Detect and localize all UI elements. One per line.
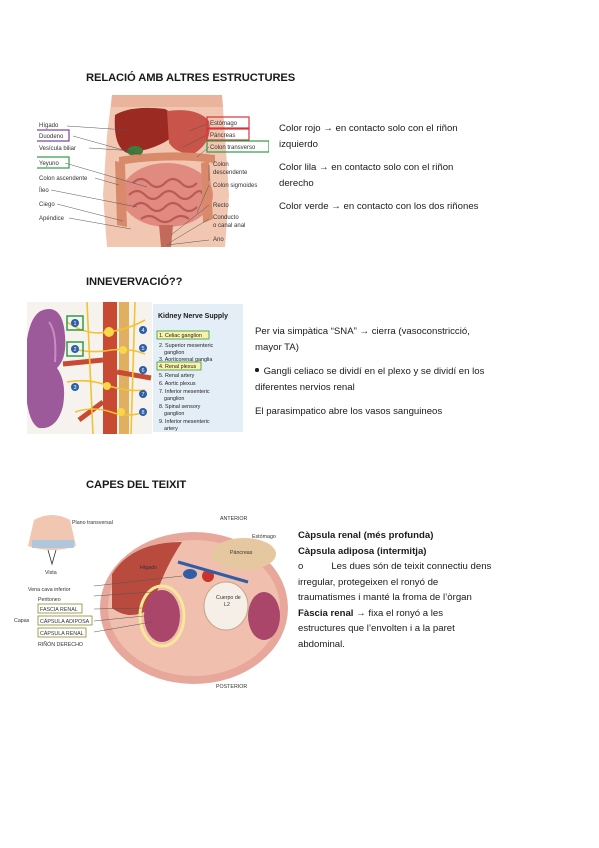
svg-text:4. Renal plexus: 4. Renal plexus	[159, 364, 196, 370]
section-title-capes: CAPES DEL TEIXIT	[86, 479, 187, 491]
svg-text:5: 5	[141, 346, 144, 352]
svg-text:8. Spinal sensory: 8. Spinal sensory	[159, 404, 201, 410]
gangli-bullet: Gangli celiaco se dividí en el plexo y s…	[255, 366, 485, 393]
posterior-label: POSTERIOR	[216, 684, 247, 690]
svg-text:6. Aortic plexus: 6. Aortic plexus	[159, 381, 196, 387]
capas-label: Capas	[14, 618, 30, 624]
svg-text:2: 2	[73, 347, 76, 353]
rinon-label: RIÑÓN DERECHO	[38, 641, 83, 648]
label-duodeno: Duodeno	[39, 134, 64, 140]
label-canal-anal: o canal anal	[213, 223, 245, 229]
label-descendente: descendente	[213, 170, 248, 176]
l2-label: L2	[224, 602, 230, 608]
svg-text:7: 7	[141, 392, 144, 398]
capes-text: Càpsula renal (més profunda) Càpsula adi…	[298, 530, 492, 650]
label-colon-ascendente: Colon ascendente	[39, 176, 88, 182]
svg-text:7. Inferior mesenteric: 7. Inferior mesenteric	[159, 389, 210, 395]
label-colon-sigmoides: Colon sigmoides	[213, 183, 257, 189]
estomago-label: Estómago	[252, 534, 276, 540]
abdominal-organs-figure: Hígado Duodeno Vesícula biliar Yeyuno Co…	[37, 95, 269, 247]
pancreas-label: Páncreas	[230, 550, 253, 556]
svg-text:1. Celiac ganglion: 1. Celiac ganglion	[159, 333, 202, 339]
label-ano: Ano	[213, 237, 224, 243]
color-rojo-text: Color rojo → en contacto solo con el riñ…	[279, 123, 458, 150]
svg-text:3. Aorticorenal ganglia: 3. Aorticorenal ganglia	[159, 357, 212, 363]
parasimpatico-text: El parasimpatico abre los vasos sanguine…	[255, 406, 443, 417]
svg-text:ganglion: ganglion	[164, 396, 184, 402]
peritoneo-label: Peritoneo	[38, 597, 61, 603]
label-ciego: Ciego	[39, 202, 55, 208]
label-ileo: Íleo	[39, 187, 49, 194]
higado-label: Hígado	[140, 565, 157, 571]
svg-text:3: 3	[73, 385, 76, 391]
svg-text:9. Inferior mesenteric: 9. Inferior mesenteric	[159, 419, 210, 425]
bullet-icon	[255, 368, 259, 372]
panel-title: Kidney Nerve Supply	[158, 313, 228, 320]
svg-text:ganglion: ganglion	[164, 411, 184, 417]
label-colon: Colon	[213, 162, 229, 168]
svg-text:8: 8	[141, 410, 144, 416]
vista-label: Vista	[45, 570, 57, 576]
cuerpo-label: Cuerpo de	[216, 595, 241, 601]
label-pancreas: Páncreas	[210, 133, 235, 139]
label-vesicula: Vesícula biliar	[39, 146, 76, 152]
simpatica-text: Per via simpàtica “SNA” → cierra (vasoco…	[255, 326, 470, 353]
plano-label: Plano transversal	[72, 520, 113, 526]
section-title-relacio: RELACIÓ AMB ALTRES ESTRUCTURES	[86, 72, 296, 84]
svg-text:2. Superior mesenteric: 2. Superior mesenteric	[159, 343, 214, 349]
color-lila-text: Color lila → en contacto solo con el riñ…	[279, 162, 454, 189]
svg-text:6: 6	[141, 368, 144, 374]
capsula-label: CÁPSULA RENAL	[40, 630, 84, 637]
anterior-label: ANTERIOR	[220, 516, 248, 522]
color-verde-text: Color verde → en contacto con los dos ri…	[279, 201, 479, 212]
svg-text:1: 1	[73, 321, 76, 327]
svg-text:ganglion: ganglion	[164, 350, 184, 356]
svg-text:5. Renal artery: 5. Renal artery	[159, 373, 195, 379]
label-yeyuno: Yeyuno	[39, 161, 59, 167]
label-conducto: Conducto	[213, 215, 239, 221]
label-estomago: Estómago	[210, 121, 238, 127]
svg-text:4: 4	[141, 328, 144, 334]
label-recto: Recto	[213, 203, 229, 209]
transverse-section-figure: Plano transversal Vista ANTERIOR Estómag…	[12, 512, 290, 692]
vena-label: Vena cava inferior	[28, 587, 71, 593]
label-colon-transverso: Colon transverso	[210, 145, 256, 151]
section-title-innervacio: INNEVERVACIÓ??	[86, 276, 183, 288]
adiposa-label: CÁPSULA ADIPOSA	[40, 618, 90, 625]
label-higado: Hígado	[39, 123, 59, 129]
fascia-label: FASCIA RENAL	[40, 607, 78, 613]
svg-text:artery: artery	[164, 426, 178, 432]
label-apendice: Apéndice	[39, 216, 65, 222]
kidney-nerve-supply-figure: 1 2 3 4 5 6 7 8 Kidney Nerve Supply 1. C…	[27, 302, 245, 434]
